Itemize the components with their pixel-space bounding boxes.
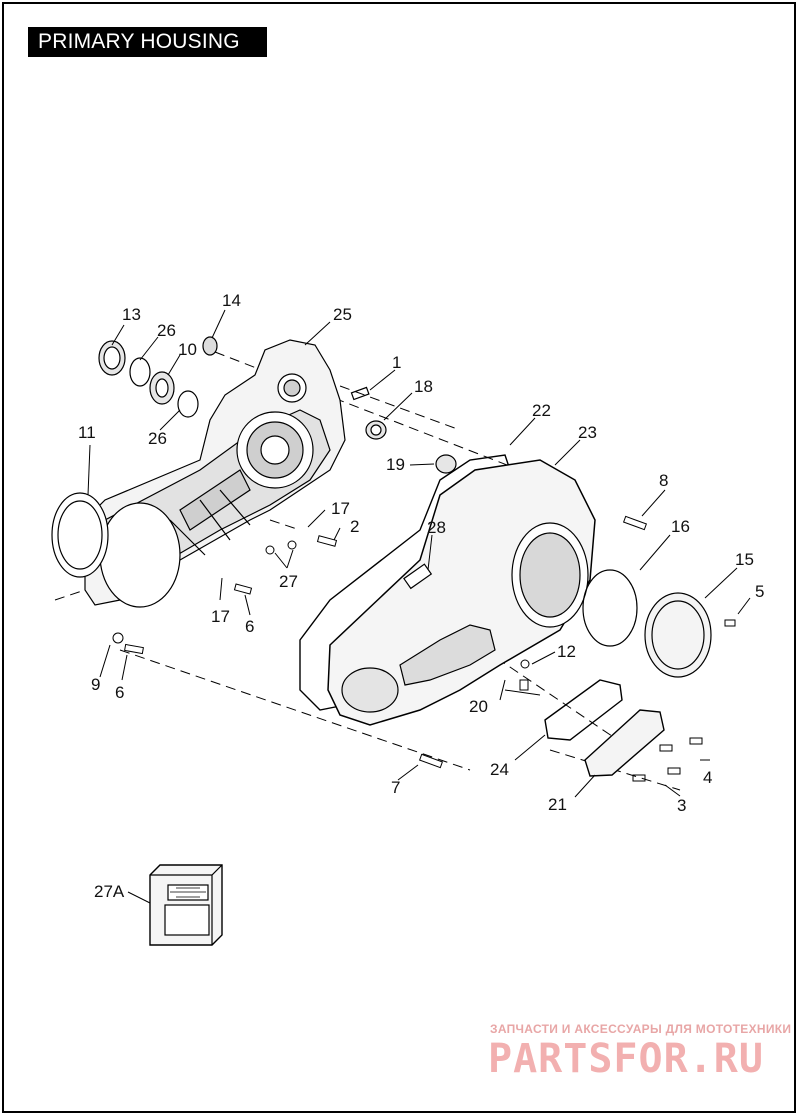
bushing-19 [435,454,457,474]
callout-19: 19 [386,455,405,474]
inspection-cover-21 [584,709,665,777]
callout-2: 2 [350,517,359,536]
gasket-16 [582,569,638,647]
screws [112,515,736,782]
callout-8: 8 [659,471,668,490]
leader-lines [87,309,751,904]
dowel-1 [350,386,370,401]
callout-14: 14 [222,291,241,310]
callout-21: 21 [548,795,567,814]
callout-18: 18 [414,377,433,396]
callout-26a: 26 [157,321,176,340]
callout-5: 5 [755,582,764,601]
callout-22: 22 [532,401,551,420]
gasket-24 [544,679,623,741]
callout-27: 27 [279,572,298,591]
callout-24: 24 [490,760,509,779]
derby-cover-15 [644,592,712,678]
callout-13: 13 [122,305,141,324]
gasket-11 [51,492,109,578]
watermark-brand: PARTSFOR.RU [488,1036,764,1082]
callout-17b: 17 [211,607,230,626]
callout-28: 28 [427,518,446,537]
callout-20: 20 [469,697,488,716]
inner-primary-housing [84,339,346,608]
callout-11: 11 [78,423,96,442]
callout-26b: 26 [148,429,167,448]
callout-labels: 1 2 3 4 5 6 6 7 8 9 10 11 12 13 14 15 16… [78,291,764,901]
kit-box-27a [149,864,223,946]
callout-9: 9 [91,675,100,694]
callout-12: 12 [557,642,576,661]
callout-7: 7 [391,778,400,797]
callout-6a: 6 [245,617,254,636]
callout-15: 15 [735,550,754,569]
callout-10: 10 [178,340,197,359]
outer-primary-cover [327,459,596,726]
callout-3: 3 [677,796,686,815]
callout-6b: 6 [115,683,124,702]
callout-4: 4 [703,768,712,787]
callout-1: 1 [392,353,401,372]
callout-23: 23 [578,423,597,442]
page-title: PRIMARY HOUSING [28,27,267,57]
callout-17a: 17 [331,499,350,518]
callout-27a: 27A [94,882,125,901]
bearing-stack [98,336,218,418]
callout-25: 25 [333,305,352,324]
watermark-subtitle: ЗАПЧАСТИ И АКСЕССУАРЫ ДЛЯ МОТОТЕХНИКИ [490,1022,792,1036]
callout-16: 16 [671,517,690,536]
